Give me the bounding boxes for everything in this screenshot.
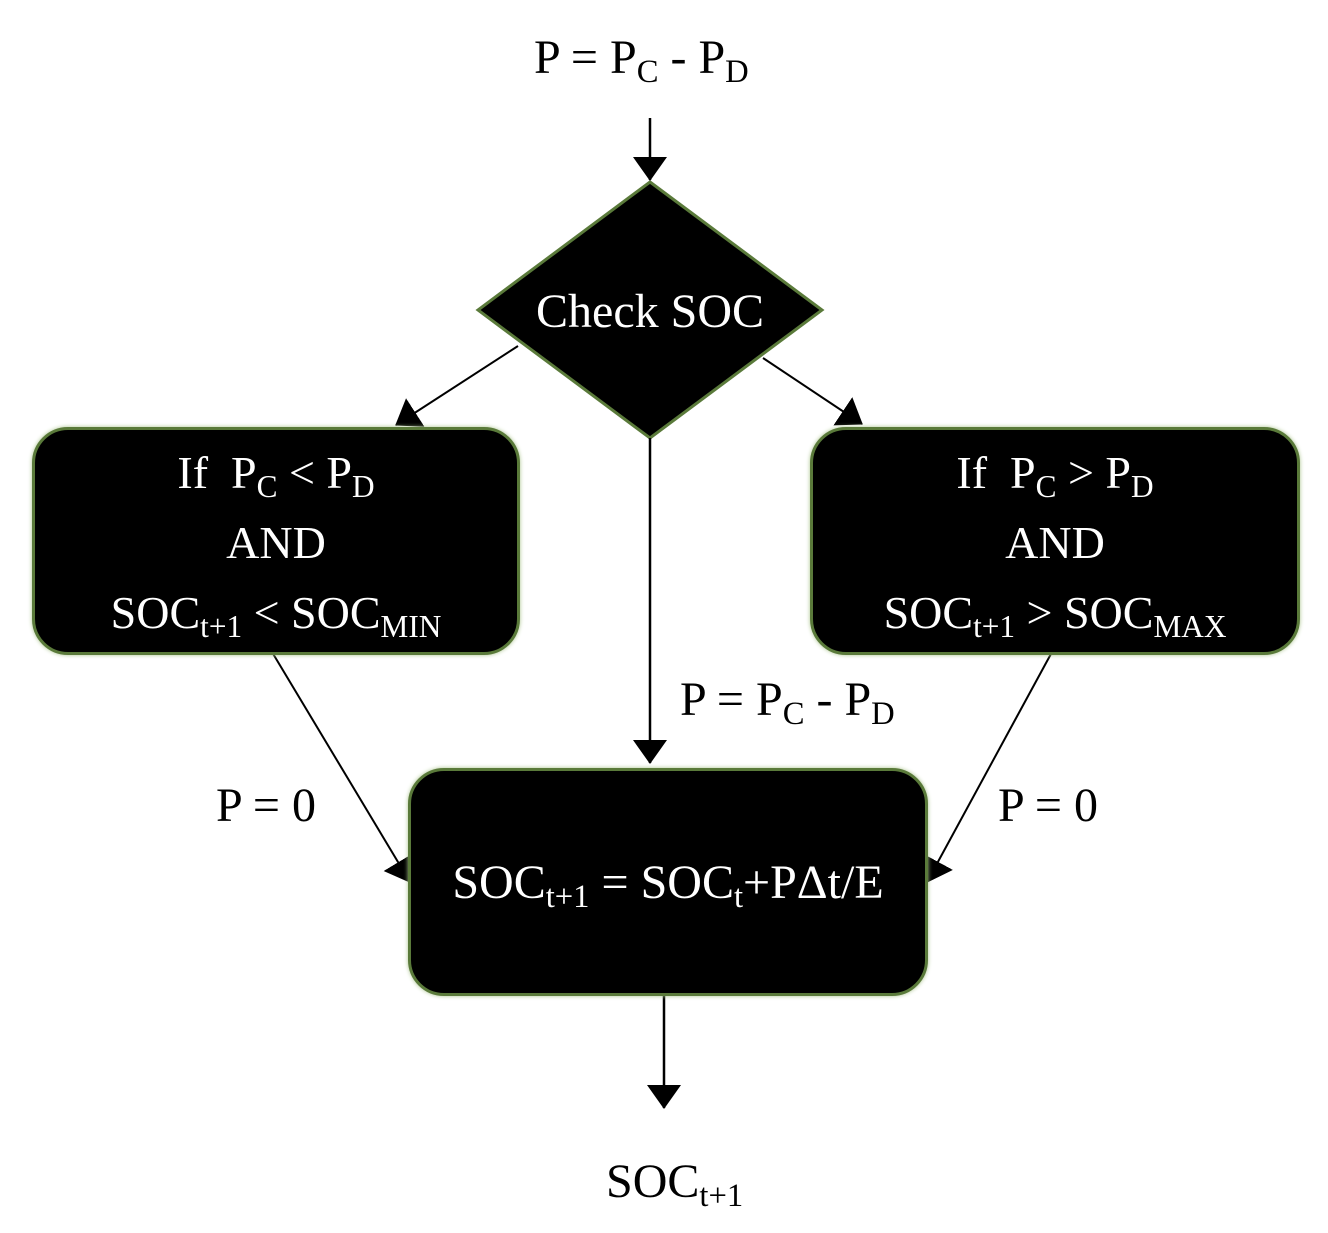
soc-update-box: SOCt+1 = SOCt+PΔt/E bbox=[408, 768, 928, 996]
decision-label: Check SOC bbox=[536, 285, 764, 338]
soc-update-formula: SOCt+1 = SOCt+PΔt/E bbox=[452, 856, 884, 916]
left-edge-label: P = 0 bbox=[216, 779, 316, 832]
right-edge-label: P = 0 bbox=[998, 779, 1098, 832]
arrow-decision-to-right bbox=[762, 357, 863, 426]
middle-edge-label: P = PC - PD bbox=[680, 673, 895, 733]
left-box-line-2: AND bbox=[226, 517, 326, 568]
left-condition-box: If PC < PD AND SOCt+1 < SOCMIN bbox=[32, 427, 520, 655]
top-formula: P = PC - PD bbox=[534, 31, 749, 91]
right-box-line-2: AND bbox=[1005, 517, 1105, 568]
left-box-line-3: SOCt+1 < SOCMIN bbox=[110, 587, 442, 644]
arrow-decision-to-left bbox=[395, 345, 519, 427]
right-condition-box: If PC > PD AND SOCt+1 > SOCMAX bbox=[810, 427, 1300, 655]
arrow-right-to-update bbox=[923, 651, 1053, 883]
right-box-line-1: If PC > PD bbox=[956, 447, 1154, 504]
output-label: SOCt+1 bbox=[606, 1155, 744, 1215]
left-box-line-1: If PC < PD bbox=[177, 447, 375, 504]
arrow-left-to-update bbox=[271, 651, 413, 883]
right-box-line-3: SOCt+1 > SOCMAX bbox=[883, 587, 1227, 644]
